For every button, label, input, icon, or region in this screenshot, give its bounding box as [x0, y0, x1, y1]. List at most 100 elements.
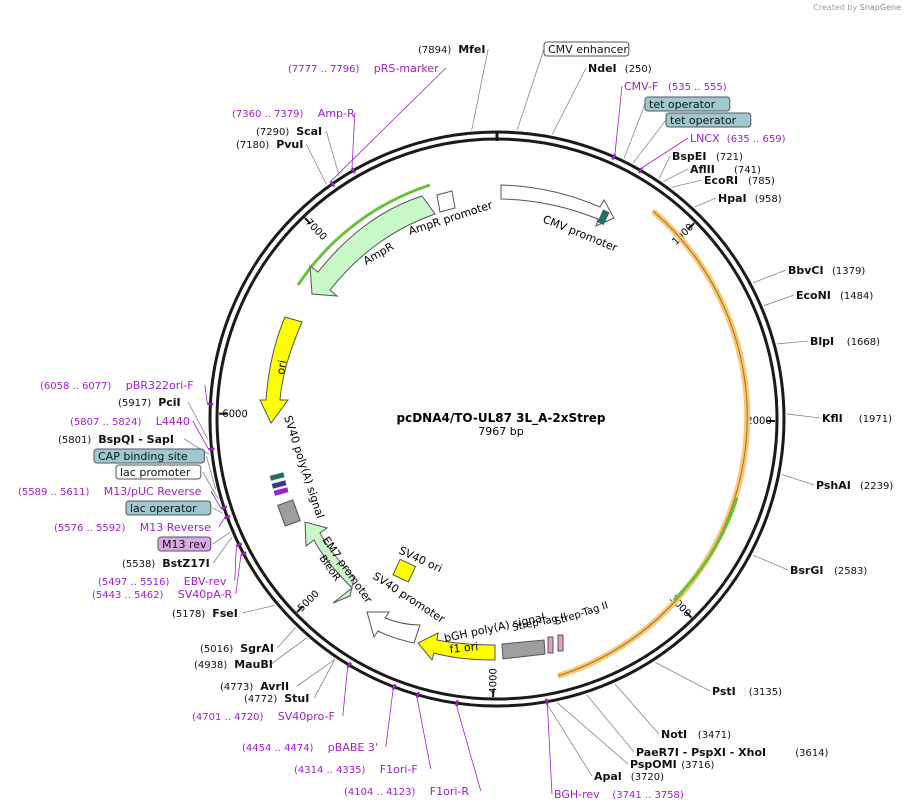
- map-label-prs[interactable]: (7777 .. 7796)pRS-marker: [288, 62, 439, 75]
- map-label-ampr_p[interactable]: (7360 .. 7379)Amp-R: [232, 107, 355, 120]
- map-label-ecori[interactable]: EcoRI(785): [704, 174, 775, 187]
- map-label-pspomi[interactable]: PspOMI(3716): [630, 758, 715, 771]
- map-label-econi[interactable]: EcoNI(1484): [796, 289, 873, 302]
- map-label-bsrgi[interactable]: BsrGI(2583): [790, 564, 867, 577]
- map-label-aflii[interactable]: AflII(741): [690, 163, 761, 176]
- tick-label: 5000: [296, 589, 322, 615]
- map-label-l4440[interactable]: (5807 .. 5824)L4440: [70, 415, 190, 428]
- sv40-promoter-arrow[interactable]: [366, 611, 421, 644]
- ampr-green-arc[interactable]: [296, 183, 431, 286]
- map-label-tet2[interactable]: tet operator: [665, 112, 752, 128]
- strep-tag-1-block[interactable]: [547, 636, 554, 654]
- leader-line: [330, 67, 447, 182]
- leader-line: [296, 659, 336, 687]
- label-position: (3720): [631, 772, 664, 783]
- tick-mark: [685, 611, 693, 619]
- map-label-pbabe[interactable]: (4454 .. 4474)pBABE 3': [242, 741, 378, 754]
- lac-operator-block[interactable]: [269, 472, 285, 481]
- label-name: CMV-F: [624, 80, 658, 93]
- tet-operator-block[interactable]: [597, 209, 610, 226]
- leader-line: [385, 689, 394, 748]
- label-position: (3614): [795, 748, 828, 759]
- label-name: BsrGI: [790, 564, 823, 577]
- map-label-stui[interactable]: (4772)StuI: [244, 692, 309, 705]
- label-position: (1379): [832, 266, 865, 277]
- map-label-ebvrev[interactable]: (5497 .. 5516)EBV-rev: [98, 575, 227, 588]
- ampr-promoter-arrow[interactable]: [436, 190, 456, 213]
- map-label-fsei[interactable]: (5178)FseI: [172, 607, 238, 620]
- map-label-blpi[interactable]: BlpI(1668): [810, 335, 880, 348]
- label-position: (4772): [244, 694, 277, 705]
- label-name: NotI: [661, 728, 687, 741]
- bleor-arrow[interactable]: [304, 521, 355, 604]
- map-label-pshai[interactable]: PshAI(2239): [816, 479, 893, 492]
- map-label-cmvf[interactable]: CMV-F(535 .. 555): [624, 80, 727, 93]
- map-label-m13reverse[interactable]: (5576 .. 5592)M13 Reverse: [54, 521, 211, 534]
- map-label-ndei[interactable]: NdeI(250): [588, 62, 652, 75]
- map-label-bghrev[interactable]: BGH-rev(3741 .. 3758): [554, 788, 684, 801]
- m13-block[interactable]: [273, 487, 289, 496]
- leader-line: [235, 555, 242, 595]
- sv40-polya-block[interactable]: [277, 499, 301, 527]
- map-label-sv40prof[interactable]: (4701 .. 4720)SV40pro-F: [192, 710, 335, 723]
- map-label-psti[interactable]: PstI(3135): [712, 685, 782, 698]
- map-label-lacop[interactable]: lac operator: [125, 500, 212, 516]
- map-label-m13rev[interactable]: M13 rev: [157, 536, 212, 552]
- label-name: SgrAI: [240, 642, 274, 655]
- map-label-cmvenh[interactable]: CMV enhancer: [543, 41, 630, 57]
- label-name: EcoRI: [704, 174, 738, 187]
- map-label-mfei[interactable]: (7894)MfeI: [418, 43, 485, 56]
- label-name: PshAI: [816, 479, 851, 492]
- map-label-tet1[interactable]: tet operator: [644, 96, 731, 112]
- leader-line: [276, 627, 296, 649]
- map-label-scai[interactable]: (7290)ScaI: [256, 125, 322, 138]
- label-position: (3716): [681, 760, 714, 771]
- ori-arrow[interactable]: [259, 316, 303, 424]
- map-label-apai[interactable]: ApaI(3720): [594, 770, 664, 783]
- map-label-pvui[interactable]: (7180)PvuI: [236, 138, 303, 151]
- leader-line: [557, 702, 629, 765]
- leader-line: [270, 637, 307, 665]
- map-label-bspqi[interactable]: (5801)BspQI - SapI: [58, 433, 174, 446]
- label-box: [93, 448, 205, 464]
- label-name: HpaI: [718, 192, 747, 205]
- sv40-ori-block[interactable]: [392, 558, 417, 583]
- map-label-avrii[interactable]: (4773)AvrII: [220, 680, 289, 693]
- label-name: BspQI - SapI: [98, 433, 174, 446]
- label-position: (4454 .. 4474): [242, 743, 314, 754]
- map-label-hpai[interactable]: HpaI(958): [718, 192, 782, 205]
- map-label-cap[interactable]: CAP binding site: [93, 448, 205, 464]
- label-position: (250): [625, 64, 652, 75]
- map-label-paer7i[interactable]: PaeR7I - PspXI - XhoI (3614): [636, 746, 829, 759]
- leader-line: [204, 384, 208, 404]
- bgh-polya-block[interactable]: [501, 639, 546, 660]
- ampr-arrow[interactable]: [309, 195, 436, 297]
- leader-lines: [183, 48, 821, 795]
- cap-block[interactable]: [271, 480, 287, 489]
- label-name: PaeR7I - PspXI - XhoI: [636, 746, 766, 759]
- leader-line: [763, 294, 795, 307]
- strep-tag-2-block[interactable]: [557, 634, 564, 652]
- map-label-pcii[interactable]: (5917)PciI: [118, 396, 181, 409]
- leader-line: [694, 197, 717, 208]
- map-label-lacprom[interactable]: lac promoter: [115, 464, 202, 480]
- label-position: (4773): [220, 682, 253, 693]
- map-label-sv40par[interactable]: (5443 .. 5462)SV40pA-R: [92, 588, 233, 601]
- map-label-maubi[interactable]: (4938)MauBI: [194, 658, 273, 671]
- map-label-bstz17i[interactable]: (5538)BstZ17I: [122, 557, 210, 570]
- green-feature-arc[interactable]: [672, 497, 739, 602]
- map-label-sgrai[interactable]: (5016)SgrAI: [200, 642, 274, 655]
- map-label-bbvci[interactable]: BbvCI(1379): [788, 264, 865, 277]
- map-label-pbr322[interactable]: (6058 .. 6077)pBR322ori-F: [40, 379, 194, 392]
- map-label-f1orif[interactable]: (4314 .. 4335)F1ori-F: [294, 763, 418, 776]
- map-label-kfli[interactable]: KflI(1971): [822, 412, 892, 425]
- map-label-m13puc[interactable]: (5589 .. 5611)M13/pUC Reverse: [18, 485, 202, 498]
- map-label-f1orir[interactable]: (4104 .. 4123)F1ori-R: [344, 785, 469, 798]
- f1-ori-arrow[interactable]: [417, 632, 496, 662]
- map-label-noti[interactable]: NotI(3471): [661, 728, 731, 741]
- map-label-bspei[interactable]: BspEI(721): [672, 150, 743, 163]
- label-name: PstI: [712, 685, 736, 698]
- tick-label: 6000: [222, 409, 248, 420]
- map-label-lncx[interactable]: LNCX(635 .. 659): [690, 132, 786, 145]
